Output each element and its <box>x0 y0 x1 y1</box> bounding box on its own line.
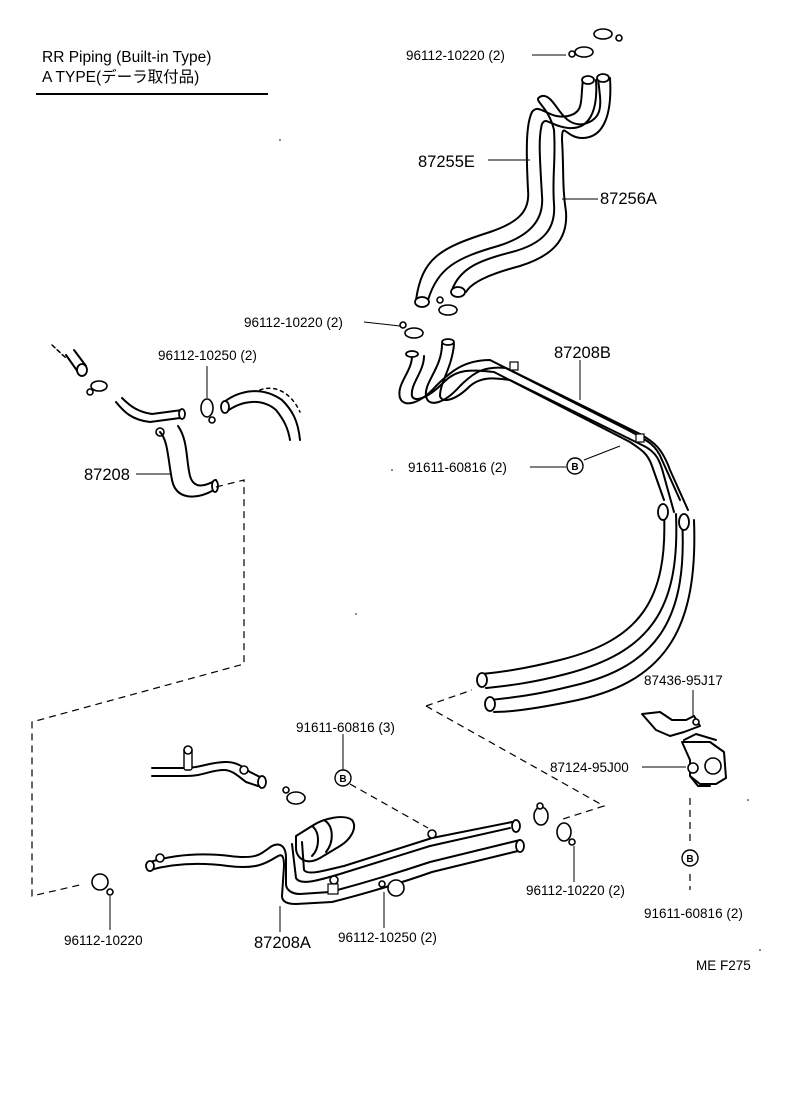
svg-text:B: B <box>686 854 693 865</box>
title-line-1: RR Piping (Built-in Type) <box>42 49 211 66</box>
label-91611-60816-3: 91611-60816 (3) <box>296 720 395 735</box>
label-87208A: 87208A <box>254 934 311 952</box>
label-87208: 87208 <box>84 466 130 484</box>
label-87256A: 87256A <box>600 190 657 208</box>
dashed-boundary-left <box>31 479 245 897</box>
marker-b-mid <box>566 457 584 475</box>
label-87255E: 87255E <box>418 153 475 171</box>
label-91611-60816-2-bot: 91611-60816 (2) <box>644 906 743 921</box>
svg-text:B: B <box>571 462 578 473</box>
label-96112-10220-bot: 96112-10220 <box>64 933 143 948</box>
label-96112-10220-mid: 96112-10220 (2) <box>244 315 343 330</box>
label-91611-60816-2-mid: 91611-60816 (2) <box>408 460 507 475</box>
label-87208B: 87208B <box>554 344 611 362</box>
pipe-87208B <box>398 338 696 713</box>
hose-87208 <box>51 344 301 498</box>
figure-code: ME F275 <box>696 958 751 973</box>
label-96112-10220-right: 96112-10220 (2) <box>526 883 625 898</box>
label-96112-10250-left: 96112-10250 (2) <box>158 348 257 363</box>
svg-text:B: B <box>339 774 346 785</box>
label-87436-95J17: 87436-95J17 <box>644 673 723 688</box>
diagram-title: RR Piping (Built-in Type) A TYPE(デーラ取付品) <box>36 49 268 95</box>
bracket-87436-87124 <box>641 711 727 787</box>
pipe-87208A <box>145 745 525 905</box>
marker-b-right <box>681 849 699 867</box>
label-96112-10250-bot: 96112-10250 (2) <box>338 930 437 945</box>
hose-87255E-87256A <box>414 73 612 308</box>
title-line-2: A TYPE(デーラ取付品) <box>42 67 199 86</box>
label-87124-95J00: 87124-95J00 <box>550 760 629 775</box>
label-96112-10220-top: 96112-10220 (2) <box>406 48 505 63</box>
clamp-top <box>568 28 623 58</box>
clamp-mid <box>399 296 458 339</box>
